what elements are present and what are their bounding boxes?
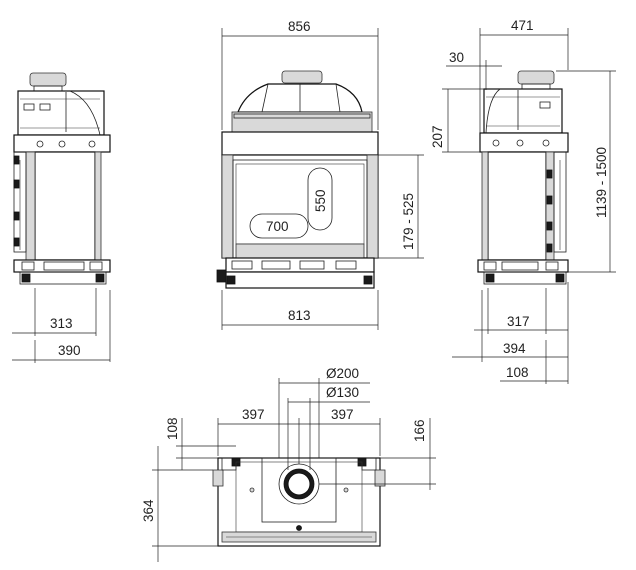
top-right-offset-label: 166	[412, 419, 427, 442]
top-right-half-label: 397	[331, 407, 354, 422]
front-bottom-width-label: 813	[288, 308, 311, 323]
glass-height-label: 550	[313, 189, 328, 212]
top-view	[152, 378, 436, 562]
right-depth-inner-label: 317	[507, 314, 530, 329]
right-depth-outer-label: 394	[503, 341, 526, 356]
left-side-view	[12, 72, 111, 363]
right-back-offset-label: 108	[506, 365, 529, 380]
left-depth-outer-label: 390	[58, 343, 81, 358]
top-flue-outer-dia-label: Ø200	[326, 366, 359, 381]
top-left-half-label: 397	[242, 407, 265, 422]
right-total-height-label: 1139 - 1500	[594, 147, 609, 218]
right-flue-offset-label: 30	[449, 50, 464, 65]
right-top-depth-label: 471	[511, 18, 534, 33]
front-height-range-label: 179 - 525	[401, 193, 416, 250]
top-back-offset-label: 108	[165, 417, 180, 440]
right-side-view	[442, 28, 616, 384]
front-view	[216, 28, 424, 330]
glass-width-label: 700	[266, 219, 289, 234]
top-flue-inner-dia-label: Ø130	[326, 385, 359, 400]
front-top-width-label: 856	[288, 19, 311, 34]
top-depth-label: 364	[141, 499, 156, 522]
left-depth-inner-label: 313	[50, 316, 73, 331]
right-collar-height-label: 207	[430, 125, 445, 148]
